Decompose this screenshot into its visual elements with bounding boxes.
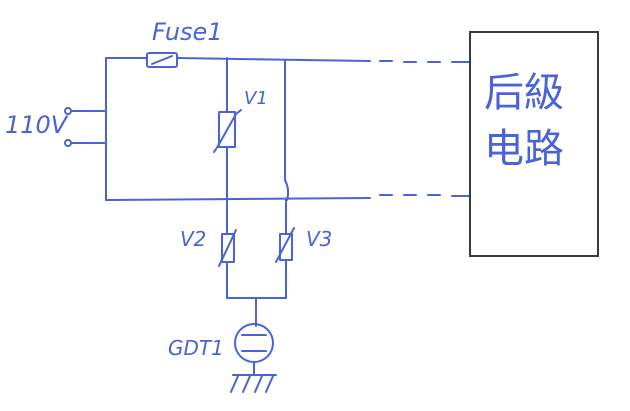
downstream-circuit-box xyxy=(469,31,599,257)
v3-label: V3 xyxy=(306,227,332,251)
top-rail-dashed xyxy=(379,60,471,63)
v3-varistor xyxy=(279,233,293,261)
fuse-element xyxy=(151,55,173,65)
block-label-line2: 电路 xyxy=(484,126,564,172)
fuse-symbol xyxy=(146,52,178,68)
middle-conductor-bend xyxy=(284,179,290,201)
block-label-line1: 后級 xyxy=(484,70,564,116)
bottom-rail xyxy=(105,197,371,201)
v1-slash xyxy=(213,109,242,153)
ground-hatch xyxy=(230,375,274,393)
gdt-label: GDT1 xyxy=(168,336,224,360)
gdt-symbol xyxy=(234,323,274,363)
v1-label: V1 xyxy=(244,88,268,109)
top-rail xyxy=(176,57,371,62)
v2-slash xyxy=(218,229,237,267)
bottom-rail-dashed xyxy=(379,194,471,197)
fuse-label: Fuse1 xyxy=(152,18,223,46)
voltage-label: 110V xyxy=(5,111,69,139)
v3-slash xyxy=(275,227,295,263)
v2-label: V2 xyxy=(180,227,206,251)
